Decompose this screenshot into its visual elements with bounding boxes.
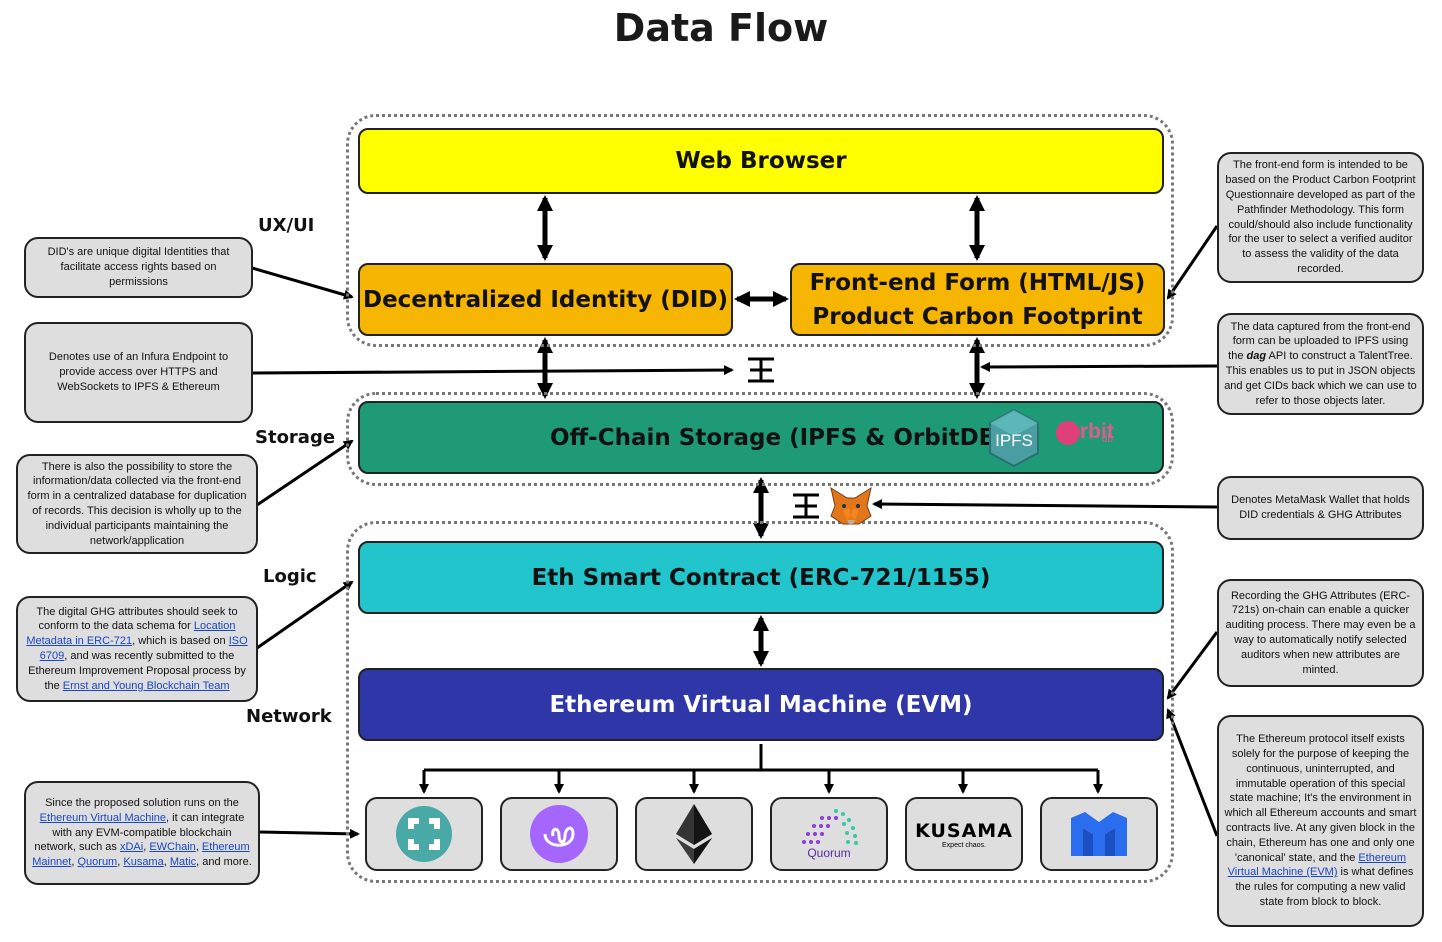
metamask-fox-icon xyxy=(830,486,872,525)
link-location-metadata[interactable]: Location Metadata in ERC-721 xyxy=(26,620,236,648)
link-kusama[interactable]: Kusama xyxy=(123,856,164,869)
infura-endpoint-icon xyxy=(748,357,774,383)
pointer-centraldb-note xyxy=(256,439,354,507)
ethereum-logo-icon xyxy=(676,804,712,864)
link-matic[interactable]: Matic xyxy=(169,856,197,869)
chain-matic xyxy=(1040,797,1158,871)
layer-label-ux: UX/UI xyxy=(258,215,315,236)
chain-xdai xyxy=(365,797,483,871)
orbit-db: db xyxy=(1101,434,1113,445)
note-eth-protocol: The Ethereum protocol itself exists sole… xyxy=(1217,715,1424,927)
pointer-form-note xyxy=(1166,225,1219,300)
pointer-evmcompat-note xyxy=(259,828,360,839)
web-browser-block: Web Browser xyxy=(358,128,1164,194)
note-evm-compat: Since the proposed solution runs on the … xyxy=(24,781,260,885)
link-iso-6709[interactable]: ISO 6709 xyxy=(39,635,248,662)
form-label-line1: Front-end Form (HTML/JS) xyxy=(809,269,1146,296)
chain-kusama: KUSAMA Expect chaos. xyxy=(905,797,1023,871)
evm-block: Ethereum Virtual Machine (EVM) xyxy=(358,668,1164,741)
smart-contract-label: Eth Smart Contract (ERC-721/1155) xyxy=(531,564,991,591)
kusama-logo-icon: KUSAMA xyxy=(915,819,1013,842)
link-ewchain[interactable]: EWChain xyxy=(149,841,196,854)
pointer-ethprotocol-note xyxy=(1166,708,1219,837)
link-ethereum-mainnet[interactable]: Ethereum Mainnet xyxy=(32,841,250,869)
note-infura: Denotes use of an Infura Endpoint to pro… xyxy=(24,322,253,423)
chain-ethereum xyxy=(635,797,753,871)
link-evm[interactable]: Ethereum Virtual Machine xyxy=(39,811,167,824)
xdai-logo-icon xyxy=(396,806,452,862)
storage-label: Off-Chain Storage (IPFS & OrbitDB) xyxy=(550,424,1007,451)
orbit-text: rbit xyxy=(1080,420,1114,443)
smart-contract-block: Eth Smart Contract (ERC-721/1155) xyxy=(358,541,1164,614)
ewchain-logo-icon xyxy=(530,805,588,863)
note-did: DID's are unique digital Identities that… xyxy=(24,237,253,298)
layer-label-logic: Logic xyxy=(263,566,317,587)
ipfs-logo-text: IPFS xyxy=(995,431,1033,450)
orbitdb-logo-icon: Orbitdb xyxy=(1056,420,1114,445)
diagram-title: Data Flow xyxy=(613,6,829,50)
layer-label-network: Network xyxy=(246,706,332,727)
did-label: Decentralized Identity (DID) xyxy=(362,286,728,313)
link-xdai[interactable]: xDAi xyxy=(119,841,144,854)
quorum-label: Quorum xyxy=(807,846,851,860)
pointer-did-note xyxy=(251,266,354,300)
evm-label: Ethereum Virtual Machine (EVM) xyxy=(549,691,973,718)
did-block: Decentralized Identity (DID) xyxy=(358,263,733,336)
pointer-ghg-note xyxy=(1166,631,1219,700)
form-label-line2: Product Carbon Footprint xyxy=(812,303,1143,330)
quorum-logo-icon xyxy=(802,809,858,845)
front-end-form-block: Front-end Form (HTML/JS) Product Carbon … xyxy=(790,263,1165,336)
note-schema: The digital GHG attributes should seek t… xyxy=(16,596,258,702)
kusama-tagline: Expect chaos. xyxy=(942,841,986,849)
note-ghg-attributes: Recording the GHG Attributes (ERC-721s) … xyxy=(1217,579,1424,687)
pointer-metamask-note xyxy=(872,499,1218,510)
chain-quorum: Quorum xyxy=(770,797,888,871)
off-chain-storage-block: Off-Chain Storage (IPFS & OrbitDB) xyxy=(358,401,1164,474)
pointer-ipfs-note xyxy=(980,361,1218,372)
link-quorum[interactable]: Quorum xyxy=(77,856,118,869)
orbit-o: O xyxy=(1056,421,1080,445)
chain-ewchain xyxy=(500,797,618,871)
pointer-infura-note xyxy=(251,365,734,376)
web-browser-label: Web Browser xyxy=(675,148,847,174)
note-central-db: There is also the possibility to store t… xyxy=(16,454,258,554)
layer-label-storage: Storage xyxy=(255,427,336,448)
link-ey-blockchain[interactable]: Ernst and Young Blockchain Team xyxy=(62,679,230,692)
note-front-end-form: The front-end form is intended to be bas… xyxy=(1217,152,1424,283)
note-ipfs-dag: The data captured from the front-end for… xyxy=(1217,313,1424,415)
link-evm-docs[interactable]: Ethereum Virtual Machine (EVM) xyxy=(1227,851,1407,879)
ipfs-logo-icon: IPFS xyxy=(989,408,1039,468)
pointer-schema-note xyxy=(256,580,354,650)
note-metamask: Denotes MetaMask Wallet that holds DID c… xyxy=(1217,476,1424,540)
matic-logo-icon xyxy=(1071,812,1127,856)
infura-endpoint-icon-2 xyxy=(793,493,819,519)
